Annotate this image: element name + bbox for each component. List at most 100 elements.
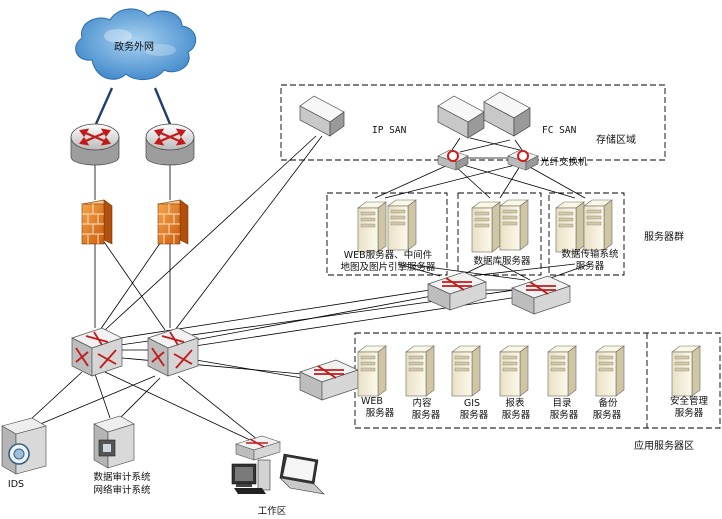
- audit-device: [93, 415, 135, 469]
- server-icon: [357, 345, 387, 397]
- link-core-right-appsw: [195, 359, 303, 379]
- storage-icon: [437, 91, 531, 139]
- server-icon: [387, 199, 417, 251]
- router-left: [70, 123, 120, 166]
- audit-label-1: 数据审计系统: [93, 471, 151, 483]
- ip-san-device: [299, 95, 345, 137]
- firewall-left: [81, 199, 113, 245]
- backup-server-label-1: 备份: [598, 397, 618, 409]
- link-core-left-audit: [94, 373, 111, 419]
- ids-icon: [1, 417, 47, 475]
- link-cloud-router-right: [153, 87, 172, 125]
- fiber-switch-2: [507, 149, 539, 171]
- storage-zone-box: [280, 84, 666, 161]
- ids-device: [1, 417, 47, 475]
- report-server-label-2: 服务器: [502, 409, 531, 421]
- desktop-pc-icon: [231, 459, 271, 494]
- link-fc-fibersw-r2: [514, 139, 523, 151]
- server-icon: [471, 201, 501, 253]
- internet-label: 政务外网: [114, 40, 154, 53]
- app-server-labels: WEB 服务器 内容 服务器 GIS 服务器 报表 服务器 目录 服务器 备份 …: [361, 395, 708, 421]
- link-core-left-ipsan: [104, 135, 317, 331]
- server-switch-1: [427, 271, 487, 311]
- switch-icon: [299, 359, 359, 401]
- content-server-label-2: 服务器: [412, 409, 441, 421]
- ids-label: IDS: [8, 479, 24, 490]
- backup-server-label-2: 服务器: [593, 409, 622, 421]
- web-mw-label-1: WEB服务器、中间件: [344, 249, 433, 261]
- server-icon: [671, 345, 701, 397]
- link-core-left-work: [104, 371, 251, 441]
- fc-san-label: FC SAN: [542, 125, 577, 136]
- link-core-right-audit: [119, 377, 161, 419]
- app-zone-label: 应用服务器区: [634, 439, 694, 452]
- web-mw-label-2: 地图及图片引擎服务器: [340, 261, 436, 273]
- link-core-right-ids: [37, 375, 156, 426]
- transfer-label-1: 数据传输系统: [561, 248, 619, 260]
- report-server-label-1: 报表: [505, 397, 525, 409]
- server-icon: [499, 345, 529, 397]
- app-server-zone-box: [354, 332, 721, 429]
- storage-zone-label: 存储区域: [596, 133, 636, 146]
- fiber-switch-icon: [437, 149, 469, 171]
- link-sw1-web: [397, 263, 441, 277]
- workstation-label: 工作区: [258, 505, 287, 517]
- app-servers: [357, 345, 701, 397]
- link-core-right-ipsan: [174, 135, 323, 331]
- gis-server-label-1: GIS: [464, 398, 480, 409]
- firewall-icon: [157, 199, 189, 245]
- firewall-right: [157, 199, 189, 245]
- link-core-left-sw1: [119, 289, 431, 339]
- directory-server-label-1: 目录: [552, 398, 572, 409]
- app-switch: [299, 359, 359, 401]
- server-icon: [595, 345, 625, 397]
- switch-icon: [235, 435, 281, 461]
- server-icon: [555, 201, 585, 253]
- switch-icon: [511, 275, 571, 315]
- transfer-server-group-box: [548, 192, 625, 276]
- workstation-group: [231, 435, 325, 495]
- server-icon: [547, 345, 577, 397]
- server-switch-2: [511, 275, 571, 315]
- link-sw2-db: [499, 263, 531, 281]
- core-switch-left: [71, 327, 123, 377]
- db-servers: [471, 199, 529, 253]
- link-fsw2-trans: [527, 165, 586, 199]
- switch-icon: [71, 327, 123, 377]
- link-fsw2-db: [499, 165, 521, 199]
- server-icon: [499, 199, 529, 251]
- internet-cloud: 政务外网: [75, 8, 197, 80]
- storage-icon: [299, 95, 345, 137]
- core-switch-right: [147, 327, 199, 377]
- link-core-left-ids: [29, 371, 83, 421]
- server-group-label: 服务器群: [644, 230, 684, 243]
- link-fsw1-db: [454, 165, 491, 199]
- directory-server-label-2: 服务器: [550, 409, 579, 421]
- fiber-switch-label: 光纤交换机: [540, 156, 588, 168]
- server-icon: [583, 199, 613, 251]
- link-cloud-router-left: [94, 87, 114, 125]
- link-fsw1-web: [374, 164, 449, 199]
- transfer-label-2: 服务器: [576, 260, 605, 272]
- link-fsw2-web: [384, 164, 516, 199]
- security-server-label-1: 安全管理: [670, 395, 709, 407]
- web-mw-servers: [357, 199, 417, 253]
- link-sw2-trans: [544, 263, 591, 281]
- db-server-label: 数据库服务器: [473, 255, 531, 267]
- switch-icon: [427, 271, 487, 311]
- audit-label-2: 网络审计系统: [93, 484, 151, 496]
- link-fc-fibersw-l1: [451, 137, 461, 151]
- link-core-right-sw2: [194, 296, 519, 347]
- gis-server-label-2: 服务器: [460, 409, 489, 421]
- link-core-right-work: [177, 375, 259, 441]
- audit-icon: [93, 415, 135, 469]
- web-server-label-2: 服务器: [366, 407, 395, 419]
- router-right: [145, 123, 195, 166]
- ip-san-label: IP SAN: [372, 125, 407, 136]
- link-fsw1-trans: [459, 163, 576, 199]
- fiber-switch-1: [437, 149, 469, 171]
- link-fc-fibersw-r1: [459, 139, 511, 153]
- link-sw2-web: [404, 263, 526, 281]
- server-icon: [451, 345, 481, 397]
